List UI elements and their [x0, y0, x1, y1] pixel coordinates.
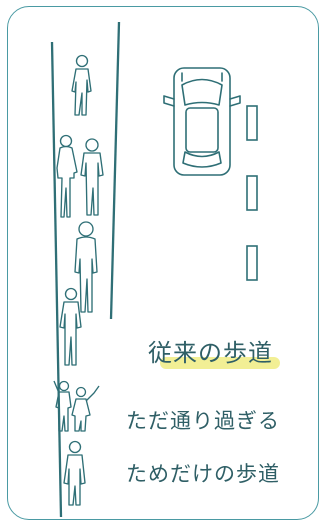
- pedestrian-icon: [63, 440, 86, 506]
- sidewalk-inner-line: [50, 41, 63, 518]
- title-highlight: [160, 357, 280, 369]
- child-icon: [53, 380, 100, 432]
- couple-icon: [56, 134, 104, 218]
- lane-dash-3: [246, 245, 258, 281]
- car-icon: [163, 67, 241, 176]
- lane-markings: [246, 105, 258, 281]
- lane-dash-1: [246, 105, 258, 141]
- description-line-2: ためだけの歩道: [126, 462, 280, 486]
- pedestrian-icon: [71, 54, 92, 116]
- pedestrian-icon: [59, 287, 82, 366]
- page-title: 従来の歩道: [148, 339, 273, 367]
- lane-dash-2: [246, 175, 258, 211]
- sidewalk-outer-line: [109, 21, 121, 320]
- description-line-1: ただ通り過ぎる: [126, 409, 280, 433]
- diagram-card: 従来の歩道 ただ通り過ぎる ためだけの歩道: [7, 6, 319, 520]
- pedestrian-icon: [74, 221, 98, 313]
- street-illustration: [50, 21, 258, 518]
